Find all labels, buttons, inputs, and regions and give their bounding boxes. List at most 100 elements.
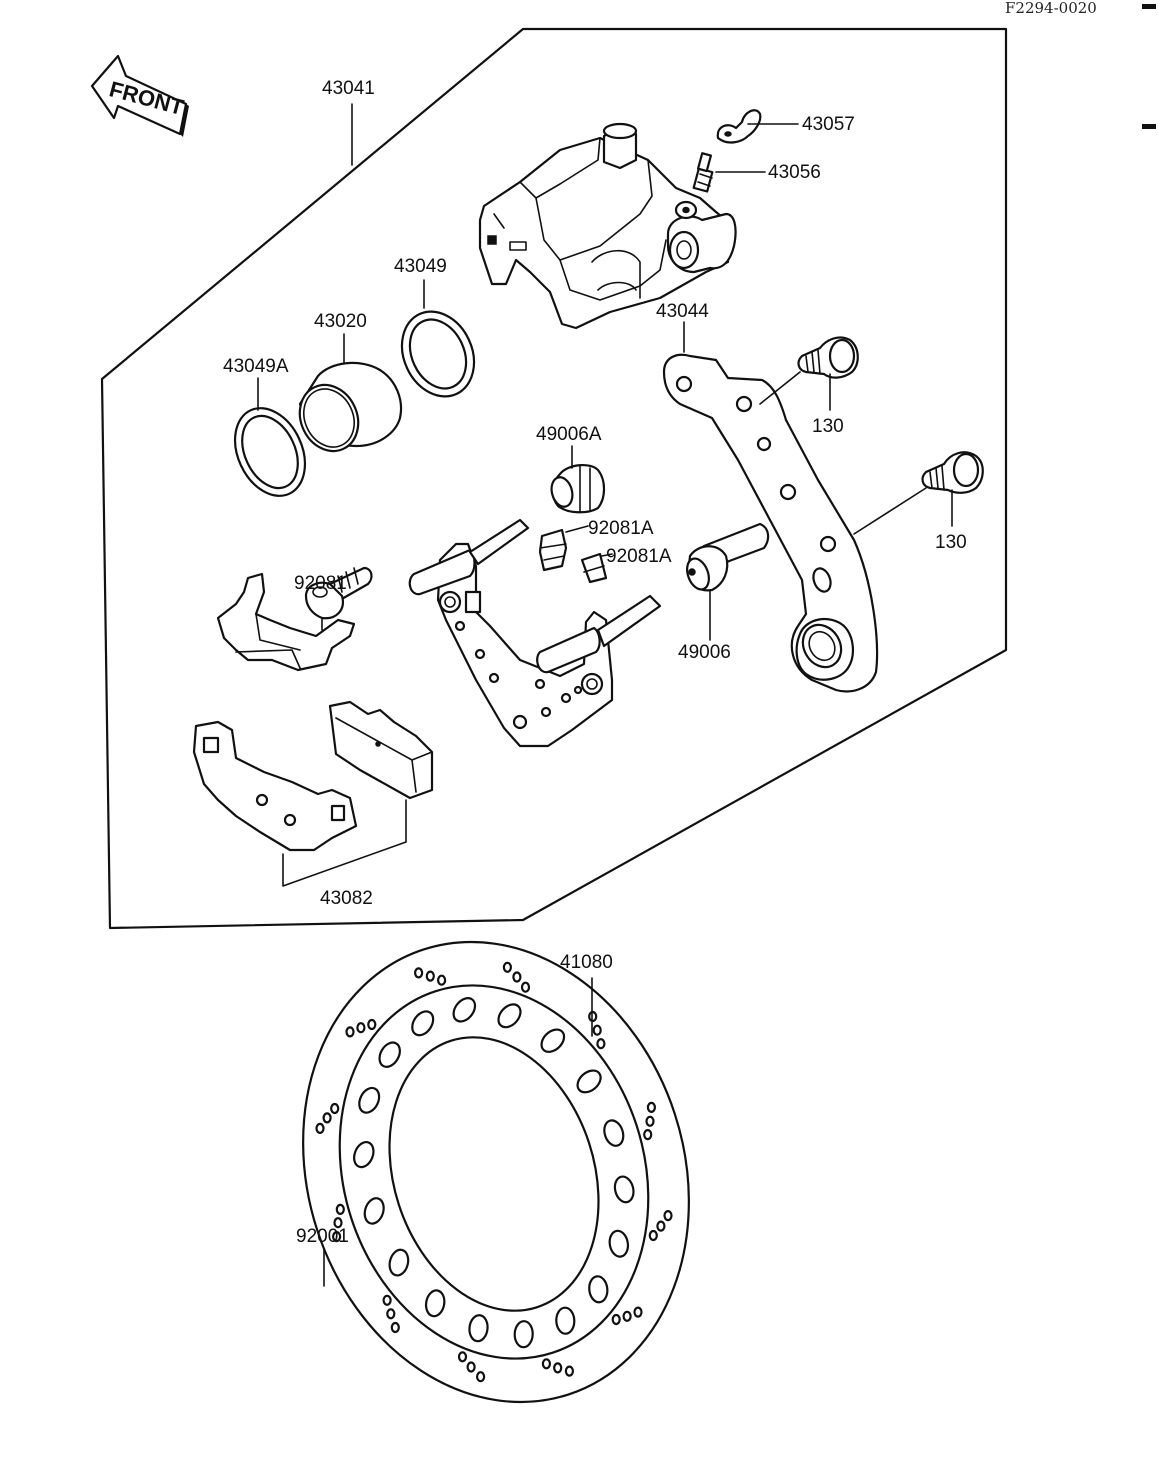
disc-large-hole	[424, 1289, 446, 1318]
disc-large-hole	[363, 1197, 385, 1225]
disc-small-hole	[425, 970, 435, 982]
disc-large-hole	[388, 1248, 410, 1277]
bolt-130-upper	[797, 336, 859, 379]
pin-boot-49006a	[550, 464, 606, 514]
disc-small-hole	[466, 1361, 476, 1373]
disc-bolt	[304, 566, 373, 620]
label-43056: 43056	[768, 162, 821, 183]
piston-43020	[298, 361, 403, 453]
leader-92081a-top	[565, 525, 589, 533]
guide-pin-right	[686, 522, 770, 592]
label-92081a-bottom: 92081A	[606, 546, 672, 567]
bleeder-valve	[692, 152, 714, 193]
leader-130-upper-to-bracket	[759, 371, 801, 405]
bleeder-cap	[716, 109, 762, 144]
disc-small-hole	[332, 1230, 342, 1243]
disc-small-hole	[646, 1101, 657, 1114]
disc-small-hole	[622, 1310, 632, 1322]
caliper-body	[478, 122, 737, 330]
disc-large-hole	[452, 997, 477, 1023]
bolt-130-lower	[921, 451, 984, 494]
leader-130-lower-to-bracket	[853, 487, 927, 535]
disc-small-hole	[476, 1371, 486, 1383]
disc-small-hole	[333, 1217, 343, 1229]
label-43041: 43041	[322, 78, 375, 99]
label-49006: 49006	[678, 642, 731, 663]
disc-large-hole	[513, 1320, 534, 1349]
disc-small-hole	[367, 1018, 377, 1031]
disc-small-hole	[541, 1358, 552, 1370]
disc-small-hole	[564, 1365, 575, 1377]
pad-clip-92081a-top	[538, 528, 568, 572]
dust-seal-43049a	[233, 407, 307, 497]
disc-small-hole	[663, 1209, 673, 1222]
brake-disc	[302, 940, 690, 1404]
label-92081a-top: 92081A	[588, 518, 654, 539]
disc-small-hole	[520, 981, 531, 993]
label-130-upper: 130	[812, 416, 844, 437]
torque-bracket	[662, 353, 879, 693]
disc-small-hole	[386, 1308, 396, 1320]
disc-small-hole	[648, 1229, 658, 1242]
disc-small-hole	[596, 1038, 606, 1050]
edge-mark-mid	[1142, 124, 1156, 129]
disc-small-hole	[345, 1026, 355, 1038]
disc-small-hole	[592, 1024, 602, 1036]
disc-large-hole	[358, 1086, 381, 1114]
leader-43082	[282, 799, 407, 887]
disc-small-hole	[437, 974, 447, 986]
disc-small-hole	[656, 1220, 666, 1232]
label-130-lower: 130	[935, 532, 967, 553]
disc-small-hole	[643, 1128, 653, 1141]
figure-code: F2294-0020	[1005, 0, 1097, 17]
label-92081: 92081	[294, 573, 347, 594]
disc-large-hole	[378, 1041, 401, 1068]
disc-small-hole	[382, 1294, 392, 1306]
label-41080: 41080	[560, 952, 613, 973]
caliper-holder	[408, 518, 662, 748]
disc-large-hole	[603, 1119, 625, 1147]
piston-seal-43049	[400, 310, 476, 398]
disc-small-hole	[512, 971, 522, 983]
brake-pad-lining	[328, 700, 434, 800]
pad-clip-92081a-bottom	[580, 552, 608, 584]
disc-small-hole	[611, 1313, 621, 1326]
disc-large-hole	[468, 1314, 489, 1343]
brake-pad-backing	[192, 720, 358, 852]
label-92001: 92001	[296, 1226, 349, 1247]
anti-rattle-spring-92081	[216, 572, 356, 672]
disc-small-hole	[414, 967, 424, 979]
disc-small-hole	[390, 1321, 400, 1334]
disc-small-hole	[322, 1112, 332, 1124]
label-43082: 43082	[320, 888, 373, 909]
label-43020: 43020	[314, 311, 367, 332]
disc-large-hole	[411, 1010, 435, 1037]
disc-small-hole	[645, 1115, 655, 1127]
label-49006a: 49006A	[536, 424, 602, 445]
label-43049a: 43049A	[223, 356, 289, 377]
disc-large-hole	[497, 1003, 522, 1029]
disc-large-hole	[555, 1306, 576, 1335]
disc-large-hole	[588, 1275, 609, 1304]
disc-large-hole	[613, 1175, 635, 1204]
disc-large-hole	[576, 1069, 602, 1094]
front-arrow-icon: FRONT	[90, 54, 189, 137]
disc-small-hole	[633, 1306, 643, 1318]
disc-large-hole	[353, 1140, 375, 1169]
disc-large-hole	[608, 1229, 630, 1258]
disc-large-hole	[540, 1028, 566, 1053]
disc-small-hole	[457, 1351, 468, 1363]
disc-small-hole	[335, 1203, 345, 1216]
disc-small-hole	[315, 1122, 325, 1135]
disc-small-hole	[553, 1362, 563, 1374]
disc-small-hole	[502, 961, 512, 973]
disc-small-hole	[330, 1102, 340, 1115]
label-43044: 43044	[656, 301, 709, 322]
label-43057: 43057	[802, 114, 855, 135]
edge-mark-top	[1142, 4, 1156, 9]
leader-92081a-bottom	[601, 553, 613, 557]
assembly-boundary	[100, 27, 1008, 930]
disc-small-hole	[356, 1022, 366, 1034]
